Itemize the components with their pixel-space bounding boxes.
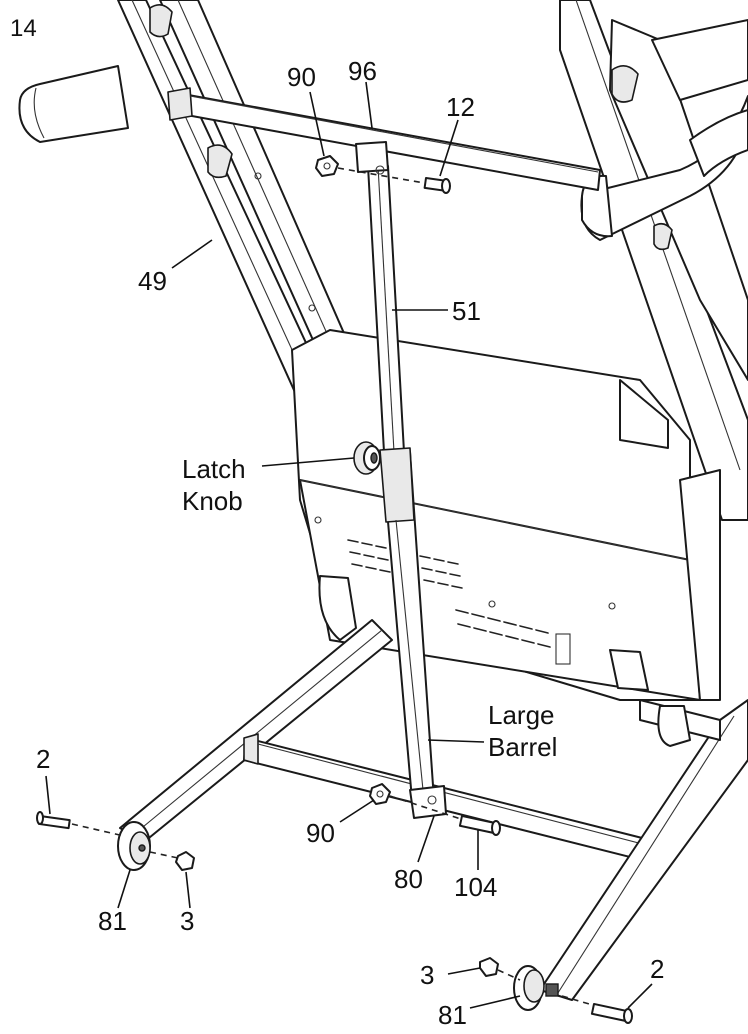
- label-large-barrel-line2: Barrel: [488, 732, 557, 762]
- right-handrail: [580, 95, 748, 241]
- label-part-12: 12: [446, 92, 475, 122]
- bolt-2-right: [590, 1003, 633, 1024]
- leader-lines: [45, 81, 653, 1009]
- nut-90-top: [315, 155, 339, 177]
- bolt-104: [458, 815, 501, 836]
- nut-3-right: [479, 957, 499, 977]
- assembly-path-bottom: [389, 795, 465, 821]
- nut-90-bottom: [369, 783, 391, 805]
- assembly-path-left-bolt: [71, 823, 125, 837]
- assembly-path-right-bolt: [561, 995, 597, 1007]
- bolt-2-left: [36, 811, 71, 830]
- bolt-12: [423, 177, 451, 194]
- assembly-path-right-nut: [497, 969, 521, 981]
- upper-crossbar: [167, 87, 601, 191]
- label-part-51: 51: [452, 296, 481, 326]
- label-large-barrel-line1: Large: [488, 700, 555, 730]
- assembly-path-top: [337, 167, 431, 185]
- nut-3-left: [175, 851, 195, 871]
- latch-knob: [353, 441, 381, 475]
- left-handrail: [18, 65, 129, 143]
- label-part-2-right: 2: [650, 954, 664, 984]
- label-part-90-bottom: 90: [306, 818, 335, 848]
- assembly-path-left-nut: [149, 851, 179, 859]
- label-latch-knob-line2: Knob: [182, 486, 243, 516]
- wheel-81-left: [117, 821, 151, 871]
- label-part-96: 96: [348, 56, 377, 86]
- label-part-81-left: 81: [98, 906, 127, 936]
- label-part-104: 104: [454, 872, 497, 902]
- large-barrel: [379, 447, 447, 819]
- step-number: 14: [10, 15, 37, 42]
- wheel-81-right: [513, 965, 559, 1011]
- label-part-3-right: 3: [420, 960, 434, 990]
- vent-slots-right: [455, 609, 551, 648]
- label-part-90-top: 90: [287, 62, 316, 92]
- label-part-80: 80: [394, 864, 423, 894]
- label-part-3-left: 3: [180, 906, 194, 936]
- label-part-81-right: 81: [438, 1000, 467, 1030]
- vent-slots-center: [419, 555, 463, 589]
- label-part-2-left: 2: [36, 744, 50, 774]
- base-frame: [119, 619, 748, 1001]
- label-part-49: 49: [138, 266, 167, 296]
- label-latch-knob-line1: Latch: [182, 454, 246, 484]
